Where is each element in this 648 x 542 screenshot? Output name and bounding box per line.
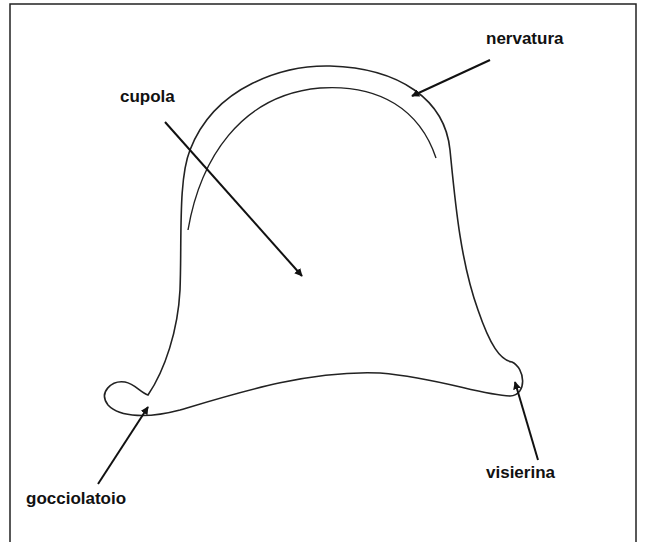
leader-arrow xyxy=(165,122,302,276)
part-label: nervatura xyxy=(486,30,563,49)
part-label: visierina xyxy=(486,464,555,483)
leader-arrow xyxy=(412,60,490,96)
helmet-outline xyxy=(105,66,523,416)
leader-arrow xyxy=(98,407,148,484)
part-label: cupola xyxy=(120,88,175,107)
part-label: gocciolatoio xyxy=(26,490,126,509)
frame xyxy=(10,4,636,542)
leader-arrow xyxy=(515,382,538,460)
rib-line xyxy=(188,88,436,230)
